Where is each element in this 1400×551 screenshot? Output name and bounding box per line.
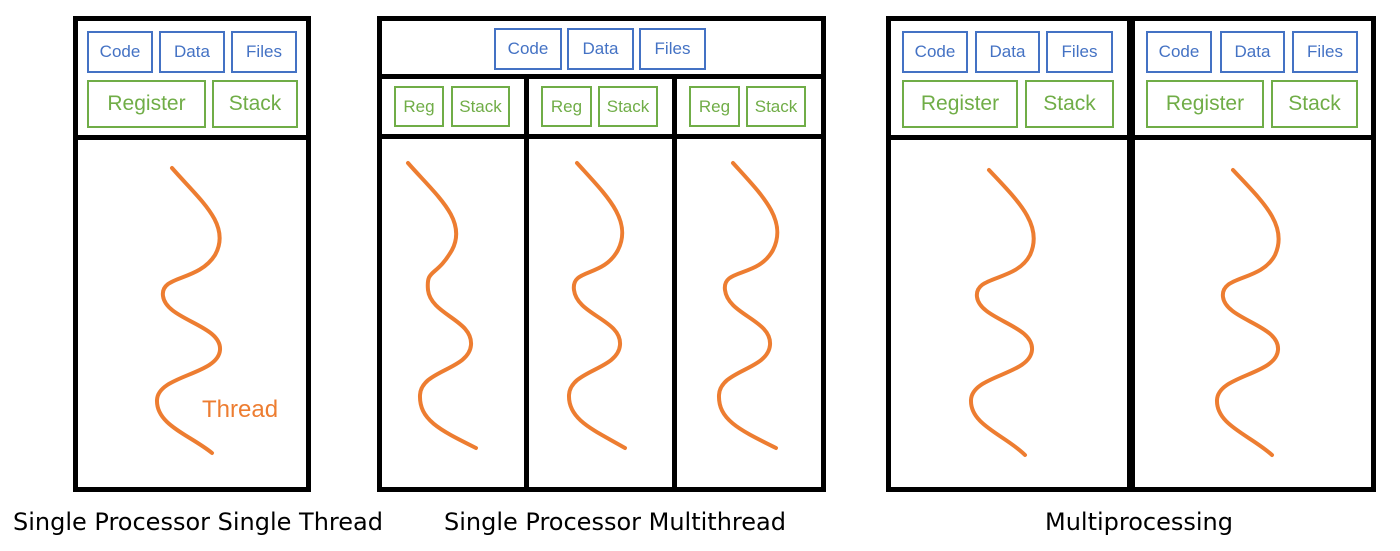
files-box: Files xyxy=(1046,31,1113,73)
stack-box: Stack xyxy=(451,86,510,127)
data-box: Data xyxy=(567,28,634,70)
stack-box: Stack xyxy=(1271,80,1358,128)
data-box: Data xyxy=(1220,31,1285,73)
header-divider xyxy=(886,135,1132,140)
stack-box: Stack xyxy=(598,86,658,127)
register-box: Register xyxy=(902,80,1018,128)
header-divider xyxy=(73,135,311,140)
caption-multiprocessing: Multiprocessing xyxy=(1045,508,1234,536)
caption-multithread: Single Processor Multithread xyxy=(444,508,786,536)
reg-box: Reg xyxy=(689,86,740,127)
data-box: Data xyxy=(975,31,1040,73)
files-box: Files xyxy=(639,28,706,70)
data-box: Data xyxy=(159,31,225,73)
header-divider xyxy=(1130,135,1376,140)
code-box: Code xyxy=(902,31,968,73)
stack-box: Stack xyxy=(1025,80,1114,128)
files-box: Files xyxy=(1292,31,1358,73)
stack-box: Stack xyxy=(746,86,806,127)
thread-separator xyxy=(672,74,677,492)
thread-separator xyxy=(524,74,529,492)
register-box: Register xyxy=(1146,80,1264,128)
reg-box: Reg xyxy=(394,86,444,127)
thread-label: Thread xyxy=(202,396,279,423)
code-box: Code xyxy=(494,28,562,70)
code-box: Code xyxy=(1146,31,1212,73)
files-box: Files xyxy=(231,31,297,73)
register-box: Register xyxy=(87,80,206,128)
stack-box: Stack xyxy=(212,80,298,128)
reg-box: Reg xyxy=(541,86,592,127)
caption-single-thread: Single Processor Single Thread xyxy=(13,508,383,536)
thread-header-divider xyxy=(377,134,826,139)
shared-header-divider xyxy=(377,74,826,79)
code-box: Code xyxy=(87,31,153,73)
